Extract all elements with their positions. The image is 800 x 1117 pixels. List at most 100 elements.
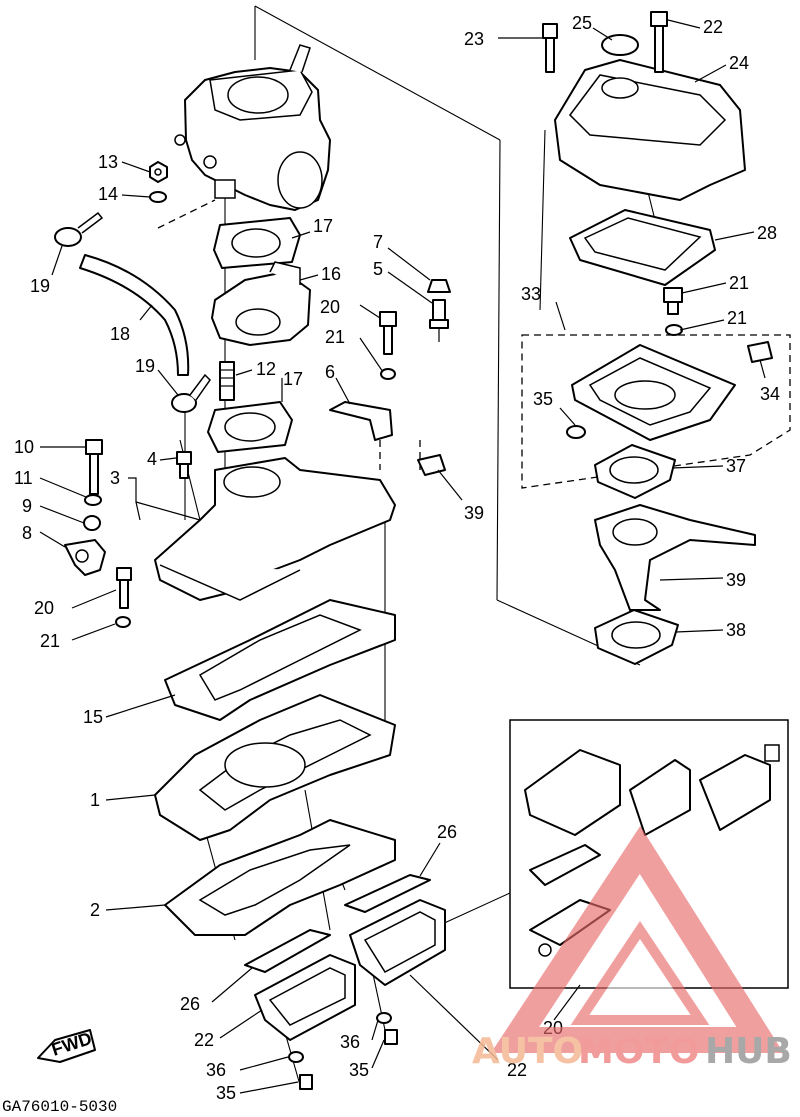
nut-13 [149, 161, 168, 183]
callout-34: 28 [757, 223, 777, 243]
gasket-2 [164, 819, 396, 936]
callout-5: 5 [373, 259, 383, 279]
gasket-26-left [244, 929, 331, 973]
watermark-part-moto: MOTO [578, 1031, 700, 1072]
callout-26-left: 26 [180, 994, 200, 1014]
callout-21-left: 21 [40, 631, 60, 651]
callout-17-upper: 17 [313, 216, 333, 236]
intake-manifold-3 [154, 457, 396, 601]
callout-22-right: 22 [507, 1060, 527, 1080]
reed-valve-seat-1 [154, 694, 396, 841]
callout-18: 18 [110, 324, 130, 344]
bracket-plate-38 [594, 504, 756, 611]
hose-clamp-19-lower [171, 373, 211, 413]
callout-13: 13 [98, 152, 118, 172]
callout-12: 12 [256, 359, 276, 379]
callout-20-left: 20 [34, 598, 54, 618]
washer-11 [84, 494, 102, 506]
callout-30: 25 [572, 13, 592, 33]
stud-bolt-12 [219, 361, 235, 401]
bolt-20-left [116, 567, 132, 609]
callout-27: 22 [703, 17, 723, 37]
washer-14 [149, 191, 167, 203]
callout-2: 2 [90, 900, 100, 920]
callout-32: 34 [760, 384, 780, 404]
screw-35-right [384, 1029, 398, 1045]
callout-31: 33 [521, 284, 541, 304]
callout-24: 21 [729, 273, 749, 293]
callout-36-left: 36 [206, 1060, 226, 1080]
callout-35-left: 35 [216, 1083, 236, 1103]
gasket-26-right [344, 874, 431, 913]
callout-17-lower: 17 [283, 369, 303, 389]
gasket-17-upper [213, 217, 301, 269]
gasket-15 [164, 599, 396, 721]
clip-39 [417, 454, 446, 476]
callout-leaders [39, 19, 766, 1094]
washer-25 [665, 324, 683, 336]
callout-14: 14 [98, 184, 118, 204]
cover-29 [554, 59, 746, 201]
callout-39: 39 [464, 503, 484, 523]
callout-10: 10 [14, 437, 34, 457]
forward-arrow-icon: FWD [37, 1028, 96, 1063]
reed-valve-22-right [349, 899, 446, 986]
callout-33: 35 [533, 389, 553, 409]
callout-36-right: 36 [340, 1032, 360, 1052]
gasket-17-lower [207, 401, 293, 453]
callout-6: 6 [325, 362, 335, 382]
screw-35-left [299, 1074, 313, 1090]
bolt-27 [650, 11, 668, 73]
screw-36-right [376, 1012, 392, 1024]
callout-1: 1 [90, 790, 100, 810]
bolt-4 [176, 451, 192, 479]
joint-16 [211, 261, 311, 346]
watermark-logo-icon [490, 826, 784, 1053]
bracket-6 [329, 401, 393, 441]
callout-9: 9 [22, 496, 32, 516]
callout-26-right: 26 [437, 822, 457, 842]
callout-19-upper: 19 [30, 276, 50, 296]
bolt-24 [663, 287, 683, 315]
cable-holder-8 [64, 539, 106, 576]
reed-valve-detail-box-23 [509, 719, 789, 989]
callout-3: 3 [110, 468, 120, 488]
watermark-part-auto: AUTO [472, 1031, 583, 1072]
hose-clamp-19-upper [54, 211, 104, 247]
bolt-10 [85, 439, 103, 495]
plate-31 [571, 344, 736, 441]
automotohub-watermark: AUTO MOTO HUB [472, 826, 792, 1072]
gasket-37-upper [594, 444, 676, 499]
bolt-28 [542, 23, 558, 73]
bolt-20-right [379, 311, 397, 355]
callout-35-right: 35 [349, 1060, 369, 1080]
callout-28: 23 [464, 29, 484, 49]
screw-36-left [288, 1051, 304, 1063]
callout-11: 11 [14, 468, 33, 488]
callout-22-left: 22 [194, 1030, 214, 1050]
callout-16: 16 [321, 264, 341, 284]
fuel-hose-18 [79, 254, 190, 376]
callout-21-right: 21 [325, 327, 345, 347]
fitting-32 [747, 341, 773, 363]
washer-21-right [380, 368, 396, 380]
cap-7 [427, 279, 451, 293]
gasket-34 [569, 209, 716, 286]
callout-38: 39 [726, 570, 746, 590]
callout-labels: 23 25 22 24 28 21 21 33 34 35 37 39 38 1… [14, 13, 780, 1103]
washer-9 [83, 515, 101, 531]
callout-37-lower: 38 [726, 620, 746, 640]
carburetor-body [174, 44, 331, 211]
drawing-code: GA76010-5030 [2, 1098, 117, 1116]
callout-20-right: 20 [320, 297, 340, 317]
washer-21-left [115, 616, 131, 628]
callout-29: 24 [729, 53, 749, 73]
callout-19-lower: 19 [135, 356, 155, 376]
gasket-37-lower [594, 609, 679, 665]
valve-5 [429, 299, 449, 342]
callout-15: 15 [83, 707, 103, 727]
callout-8: 8 [22, 523, 32, 543]
plug-33 [566, 425, 586, 439]
